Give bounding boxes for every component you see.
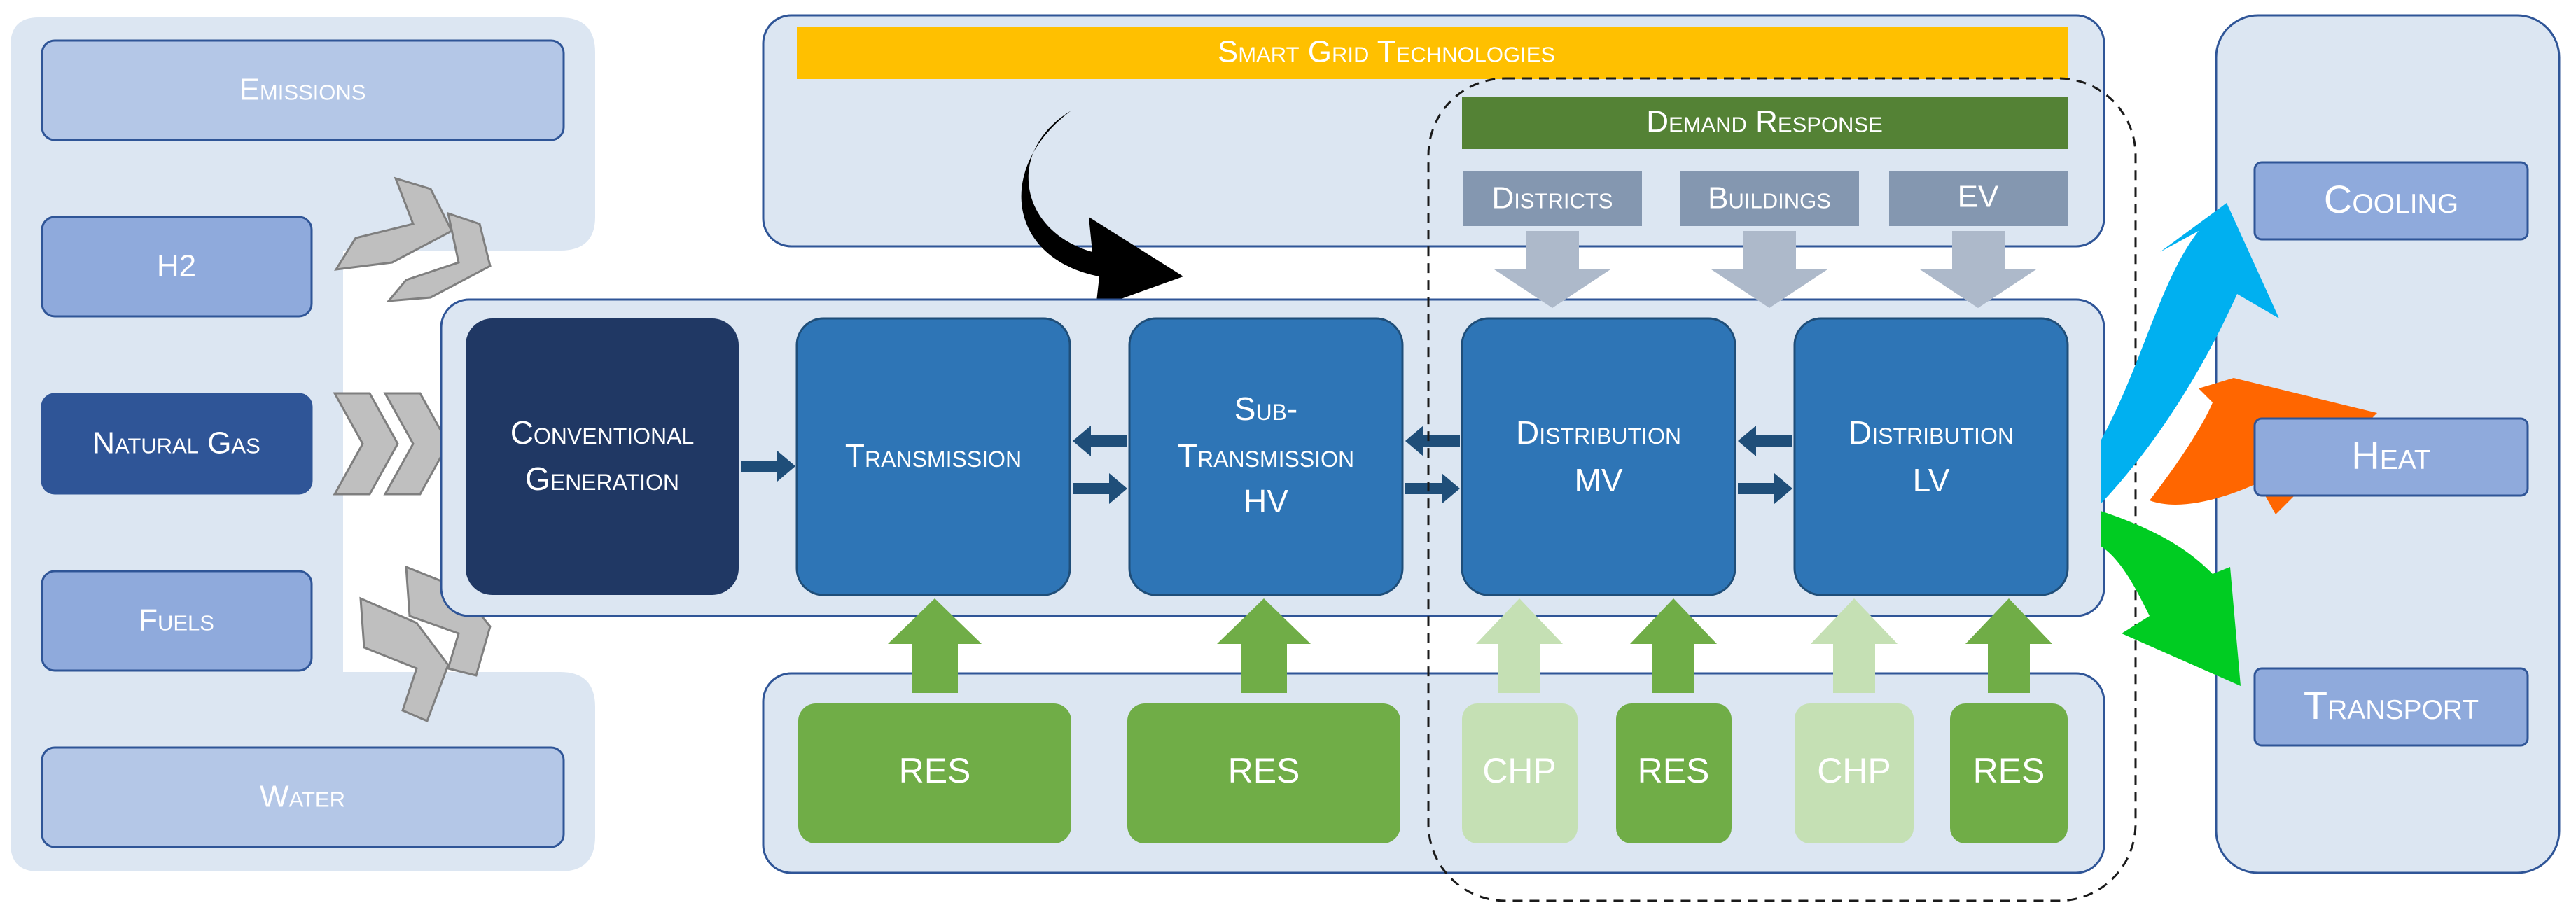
input-h2-label: H2 xyxy=(157,249,196,283)
distribution-lv-label-1: Distribution xyxy=(1849,414,2014,451)
demand-districts: Districts xyxy=(1463,171,1642,226)
res-label: RES xyxy=(1638,751,1710,790)
sub-transmission-block: Sub- Transmission HV xyxy=(1128,317,1404,596)
input-fuels-label: Fuels xyxy=(139,603,214,638)
distribution-mv-label-2: MV xyxy=(1575,462,1623,498)
chp-label: CHP xyxy=(1817,751,1891,790)
arrow-down-icon xyxy=(1494,231,1610,308)
conventional-generation-label-1: Conventional xyxy=(510,414,695,451)
res-block-4: RES xyxy=(1950,703,2068,843)
chevron-lower-icon xyxy=(359,565,492,722)
transport-arrow-icon xyxy=(2101,511,2241,686)
output-heat: Heat xyxy=(2253,417,2529,497)
distribution-mv-label-1: Distribution xyxy=(1516,414,1681,451)
demand-response-bar: Demand Response xyxy=(1462,97,2068,149)
chp-block-1: CHP xyxy=(1462,703,1578,843)
res-block-1: RES xyxy=(798,703,1071,843)
demand-side-region xyxy=(1427,77,2137,902)
input-natural-gas: Natural Gas xyxy=(41,393,313,495)
res-label: RES xyxy=(899,751,971,790)
arrow-left-icon xyxy=(1738,426,1792,456)
transmission-label: Transmission xyxy=(845,437,1022,474)
arrow-up-icon xyxy=(1476,598,1563,693)
chevron-middle-icon xyxy=(333,392,450,496)
sub-transmission-label-2: Transmission xyxy=(1178,437,1354,474)
res-block-3: RES xyxy=(1616,703,1732,843)
output-transport: Transport xyxy=(2253,667,2529,747)
demand-buildings-label: Buildings xyxy=(1708,181,1831,216)
transmission-block: Transmission xyxy=(795,317,1071,596)
arrow-up-icon xyxy=(1630,598,1717,693)
chp-block-2: CHP xyxy=(1795,703,1914,843)
arrow-left-icon xyxy=(1073,426,1127,456)
demand-ev-label: EV xyxy=(1958,180,1999,214)
arrow-up-icon xyxy=(1811,598,1898,693)
arrow-right-icon xyxy=(1073,473,1127,504)
input-emissions: Emissions xyxy=(41,39,565,141)
demand-districts-label: Districts xyxy=(1491,181,1613,216)
conventional-generation-block: Conventional Generation xyxy=(466,318,739,595)
cooling-arrow-icon xyxy=(2101,203,2279,504)
output-heat-label: Heat xyxy=(2351,433,2430,477)
conventional-generation-label-2: Generation xyxy=(525,461,679,497)
chp-label: CHP xyxy=(1482,751,1557,790)
arrow-left-icon xyxy=(1405,426,1460,456)
generation-panel xyxy=(762,672,2105,874)
curved-arrow-icon xyxy=(1021,111,1183,308)
res-label: RES xyxy=(1228,751,1300,790)
arrow-up-icon xyxy=(1965,598,2052,693)
demand-buildings: Buildings xyxy=(1680,171,1859,226)
arrow-down-icon xyxy=(1920,231,2036,308)
input-water-label: Water xyxy=(260,780,345,814)
smart-grid-title: Smart Grid Technologies xyxy=(1218,35,1555,69)
distribution-lv-label-2: LV xyxy=(1913,462,1950,498)
chevron-upper-icon xyxy=(334,176,492,302)
distribution-mv-block: Distribution MV xyxy=(1461,317,1736,596)
output-transport-label: Transport xyxy=(2304,683,2479,727)
input-fuels: Fuels xyxy=(41,570,313,672)
arrow-right-icon xyxy=(1405,473,1460,504)
input-emissions-label: Emissions xyxy=(239,73,366,107)
input-water: Water xyxy=(41,746,565,848)
distribution-lv-block: Distribution LV xyxy=(1793,317,2069,596)
input-natural-gas-label: Natural Gas xyxy=(92,426,260,461)
sub-transmission-label-3: HV xyxy=(1244,483,1288,519)
demand-ev: EV xyxy=(1889,171,2068,226)
arrow-right-icon xyxy=(1738,473,1792,504)
demand-response-label: Demand Response xyxy=(1646,105,1883,139)
arrow-up-icon xyxy=(1217,598,1311,693)
smart-grid-title-bar: Smart Grid Technologies xyxy=(797,27,2068,79)
arrow-right-icon xyxy=(741,451,795,482)
output-cooling-label: Cooling xyxy=(2324,177,2458,221)
input-h2: H2 xyxy=(41,216,313,318)
sub-transmission-label-1: Sub- xyxy=(1234,391,1297,427)
arrow-down-icon xyxy=(1711,231,1827,308)
res-label: RES xyxy=(1973,751,2045,790)
res-block-2: RES xyxy=(1127,703,1400,843)
arrow-up-icon xyxy=(888,598,982,693)
output-cooling: Cooling xyxy=(2253,161,2529,241)
